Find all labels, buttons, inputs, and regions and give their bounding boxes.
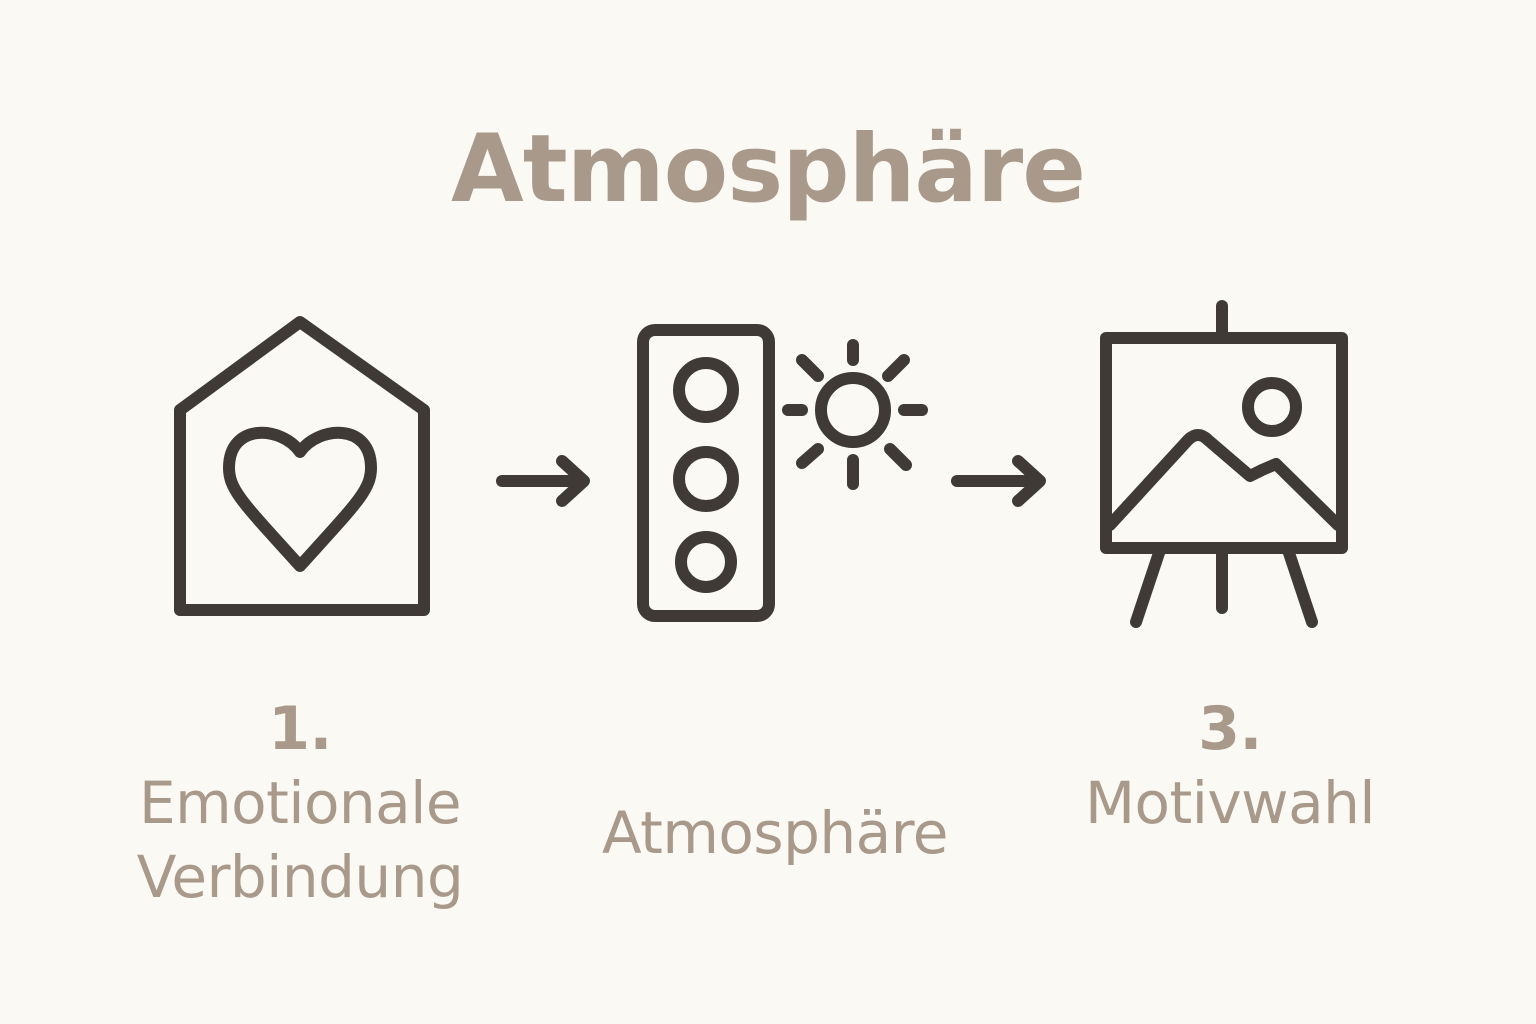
- panel-body: [637, 324, 775, 622]
- step-3-number: 3.: [1198, 694, 1262, 764]
- step-1-text-line1: Emotionale: [138, 769, 462, 837]
- light-panel-icon: [637, 324, 775, 622]
- picture-mountains: [1104, 429, 1344, 531]
- panel-light-bottom: [675, 531, 737, 593]
- sun-icon: [782, 339, 928, 490]
- step-3-label: 3. Motivwahl: [1030, 692, 1430, 840]
- house-outline: [174, 316, 430, 616]
- house-heart-icon: [174, 316, 430, 616]
- heart-shape: [223, 426, 377, 572]
- panel-light-top: [673, 357, 739, 423]
- step-1-text-line2: Verbindung: [136, 843, 464, 911]
- picture-sun: [1242, 377, 1302, 437]
- easel-picture-icon: [1100, 300, 1348, 628]
- step-2-text: Atmosphäre: [602, 799, 948, 867]
- arrow-right-icon: [951, 455, 1046, 507]
- diagram-title: Atmosphäre: [451, 115, 1086, 224]
- panel-light-middle: [673, 446, 739, 512]
- step-2-label: Atmosphäre: [575, 796, 975, 870]
- step-3-text: Motivwahl: [1084, 769, 1376, 837]
- easel-leg-right: [1282, 544, 1318, 628]
- step-1-label: 1. Emotionale Verbindung: [100, 692, 500, 914]
- step-1-number: 1.: [268, 694, 332, 764]
- easel-canvas: [1100, 332, 1348, 554]
- easel-leg-left: [1130, 544, 1166, 628]
- arrow-right-icon: [496, 455, 590, 507]
